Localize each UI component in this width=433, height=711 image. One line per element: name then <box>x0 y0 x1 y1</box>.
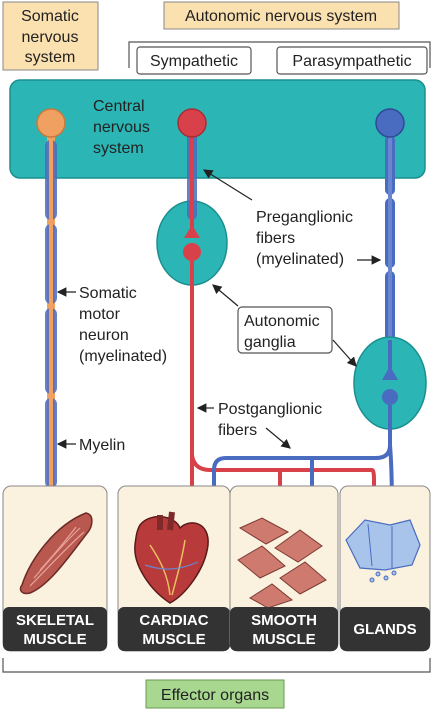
preganglionic-line2: fibers <box>256 230 295 247</box>
sympathetic-header: Sympathetic <box>136 46 252 75</box>
somatic-header-line1: Somatic <box>21 8 79 25</box>
effector-organs-label: Effector organs <box>161 687 269 704</box>
heart-illustration <box>134 511 209 604</box>
cns-box: Central nervous system <box>9 79 426 179</box>
somatic-header-line2: nervous <box>22 29 79 46</box>
cns-line1: Central <box>93 98 145 115</box>
parasympathetic-label: Parasympathetic <box>292 53 411 70</box>
cardiac-line1: CARDIAC <box>139 612 208 629</box>
myelin-callout: Myelin <box>56 437 125 454</box>
skeletal-muscle-panel: SKELETAL MUSCLE <box>2 485 108 652</box>
postganglionic-callout: Postganglionic fibers <box>196 401 322 449</box>
autonomic-header: Autonomic nervous system <box>163 1 400 30</box>
smooth-muscle-panel: SMOOTH MUSCLE <box>229 485 339 652</box>
somatic-motor-line1: Somatic <box>79 285 137 302</box>
somatic-neuron <box>36 108 66 512</box>
cardiac-line2: MUSCLE <box>142 631 205 648</box>
ganglia-callout: Autonomic ganglia <box>212 284 357 367</box>
somatic-motor-line4: (myelinated) <box>79 348 167 365</box>
glands-panel: GLANDS <box>339 485 431 652</box>
effector-organs-footer: Effector organs <box>145 679 285 709</box>
somatic-header-line3: system <box>25 49 76 66</box>
skeletal-line1: SKELETAL <box>16 612 94 629</box>
somatic-header: Somatic nervous system <box>2 1 99 71</box>
myelin-label: Myelin <box>79 437 125 454</box>
autonomic-bracket <box>128 41 431 68</box>
somatic-cell-body <box>36 108 66 138</box>
somatic-motor-callout: Somatic motor neuron (myelinated) <box>56 285 167 365</box>
smooth-line1: SMOOTH <box>251 612 317 629</box>
ganglia-line2: ganglia <box>244 334 296 351</box>
somatic-motor-line2: motor <box>79 306 121 323</box>
glands-illustration <box>345 519 421 583</box>
skeletal-line2: MUSCLE <box>23 631 86 648</box>
sympathetic-label: Sympathetic <box>150 53 238 70</box>
preganglionic-callout: Preganglionic fibers (myelinated) <box>202 169 382 268</box>
cns-line3: system <box>93 140 144 157</box>
preganglionic-line1: Preganglionic <box>256 209 353 226</box>
postganglionic-line1: Postganglionic <box>218 401 322 418</box>
smooth-muscle-illustration <box>237 517 327 609</box>
skeletal-muscle-illustration <box>19 512 93 595</box>
parasympathetic-header: Parasympathetic <box>276 46 428 75</box>
cns-line2: nervous <box>93 119 150 136</box>
smooth-line2: MUSCLE <box>252 631 315 648</box>
parasympathetic-cell-body <box>375 108 405 138</box>
sympathetic-cell-body <box>177 108 207 138</box>
effector-bracket <box>2 658 431 673</box>
preganglionic-line3: (myelinated) <box>256 251 344 268</box>
autonomic-header-label: Autonomic nervous system <box>185 8 377 25</box>
ganglia-line1: Autonomic <box>244 313 320 330</box>
postganglionic-line2: fibers <box>218 422 257 439</box>
cardiac-muscle-panel: CARDIAC MUSCLE <box>117 485 231 652</box>
somatic-motor-line3: neuron <box>79 327 129 344</box>
glands-label: GLANDS <box>353 621 416 638</box>
